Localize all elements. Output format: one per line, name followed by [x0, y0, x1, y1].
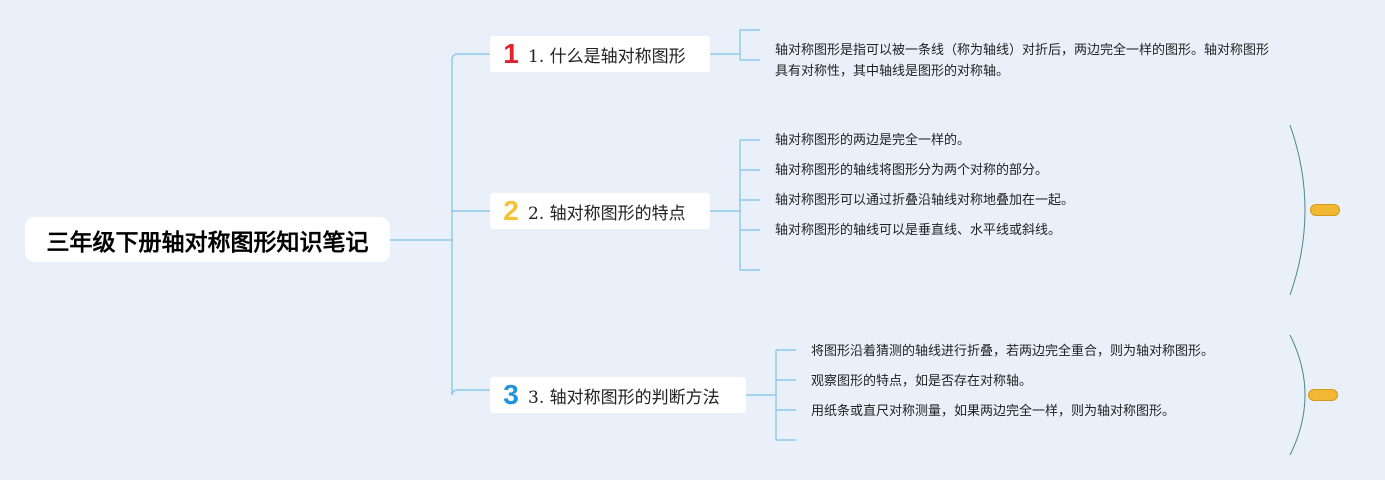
leaf-feature-3[interactable]: 轴对称图形可以通过折叠沿轴线对称地叠加在一起。	[775, 193, 1075, 208]
branch-topic-definition[interactable]: 1 1. 什么是轴对称图形	[490, 36, 710, 72]
leaf-feature-1[interactable]: 轴对称图形的两边是完全一样的。	[775, 133, 971, 148]
leaf-feature-2[interactable]: 轴对称图形的轴线将图形分为两个对称的部分。	[775, 163, 1049, 178]
branch-topic-judgement[interactable]: 3 3. 轴对称图形的判断方法	[490, 377, 746, 413]
root-title: 三年级下册轴对称图形知识笔记	[46, 229, 369, 256]
collapse-summary-handle[interactable]	[1310, 204, 1340, 216]
leaf-feature-4[interactable]: 轴对称图形的轴线可以是垂直线、水平线或斜线。	[775, 223, 1062, 238]
number-badge-2: 2	[503, 195, 519, 226]
leaf-method-2[interactable]: 观察图形的特点，如是否存在对称轴。	[811, 374, 1033, 389]
leaf-method-3[interactable]: 用纸条或直尺对称测量，如果两边完全一样，则为轴对称图形。	[811, 404, 1176, 419]
collapse-summary-handle[interactable]	[1308, 389, 1338, 401]
leaf-definition[interactable]: 轴对称图形是指可以被一条线（称为轴线）对折后，两边完全一样的图形。轴对称图形具有…	[775, 43, 1270, 79]
number-badge-1: 1	[503, 38, 519, 69]
leaf-method-1[interactable]: 将图形沿着猜测的轴线进行折叠，若两边完全重合，则为轴对称图形。	[811, 344, 1215, 359]
branch-label: 2. 轴对称图形的特点	[528, 203, 686, 224]
root-topic[interactable]: 三年级下册轴对称图形知识笔记	[25, 217, 390, 262]
branch-topic-features[interactable]: 2 2. 轴对称图形的特点	[490, 193, 710, 229]
branch-label: 1. 什么是轴对称图形	[528, 46, 686, 67]
number-badge-3: 3	[503, 379, 519, 410]
branch-label: 3. 轴对称图形的判断方法	[528, 387, 720, 408]
